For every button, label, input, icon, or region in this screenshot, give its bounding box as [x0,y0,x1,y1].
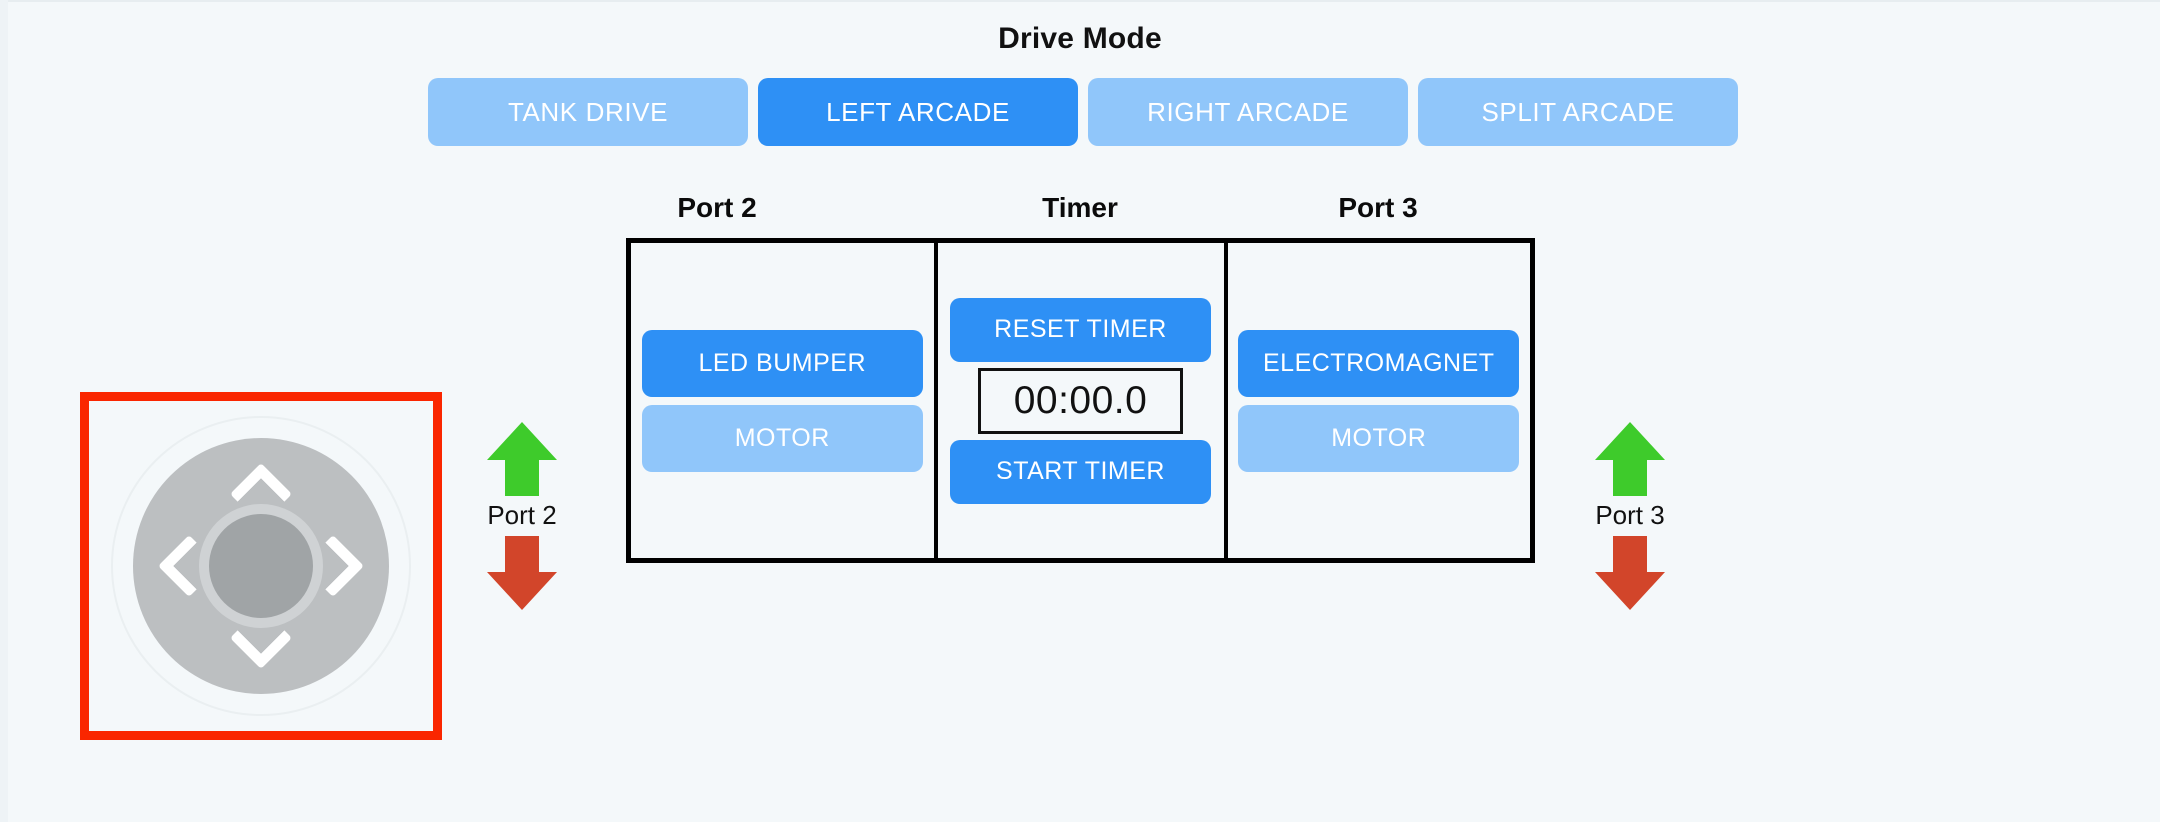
dpad-outer-ring [111,416,411,716]
arrow-up-icon[interactable] [1593,420,1667,498]
port3-motor-button[interactable]: MOTOR [1238,404,1520,472]
port3-button-stack: ELECTROMAGNET MOTOR [1238,329,1520,472]
left-edge-strip [0,0,8,822]
dpad-center-button[interactable] [209,514,313,618]
dpad-selection-frame[interactable] [80,392,442,740]
timer-stack: RESET TIMER 00:00.0 START TIMER [950,297,1211,504]
port2-button-stack: LED BUMPER MOTOR [641,329,923,472]
port3-electromagnet-button[interactable]: ELECTROMAGNET [1238,329,1520,397]
panel-column-timer: RESET TIMER 00:00.0 START TIMER [933,243,1228,558]
timer-display: 00:00.0 [978,367,1183,434]
port3-indicator-column: Port 3 [1550,420,1710,612]
panel-label-port2: Port 2 [677,192,757,223]
arrow-up-icon[interactable] [485,420,559,498]
panel-column-port3: ELECTROMAGNET MOTOR [1228,243,1531,558]
arrow-down-icon[interactable] [485,534,559,612]
port2-motor-button[interactable]: MOTOR [641,404,923,472]
port2-led-bumper-button[interactable]: LED BUMPER [641,329,923,397]
page-title: Drive Mode [998,22,1162,55]
port2-indicator-label: Port 2 [487,500,557,530]
panel-label-timer: Timer [1042,192,1118,223]
drive-mode-tank-drive[interactable]: TANK DRIVE [428,78,748,146]
drive-mode-selector: TANK DRIVE LEFT ARCADE RIGHT ARCADE SPLI… [428,78,1738,146]
control-panel: LED BUMPER MOTOR RESET TIMER 00:00.0 STA… [626,238,1535,563]
start-timer-button[interactable]: START TIMER [950,439,1211,504]
top-hairline [0,0,2160,2]
panel-column-port2: LED BUMPER MOTOR [631,243,934,558]
port2-indicator-column: Port 2 [442,420,602,612]
panel-label-port3: Port 3 [1338,192,1418,223]
drive-mode-left-arcade[interactable]: LEFT ARCADE [758,78,1078,146]
direction-pad[interactable] [111,416,411,716]
port3-indicator-label: Port 3 [1595,500,1665,530]
drive-mode-split-arcade[interactable]: SPLIT ARCADE [1418,78,1738,146]
drive-mode-right-arcade[interactable]: RIGHT ARCADE [1088,78,1408,146]
arrow-down-icon[interactable] [1593,534,1667,612]
reset-timer-button[interactable]: RESET TIMER [950,297,1211,362]
